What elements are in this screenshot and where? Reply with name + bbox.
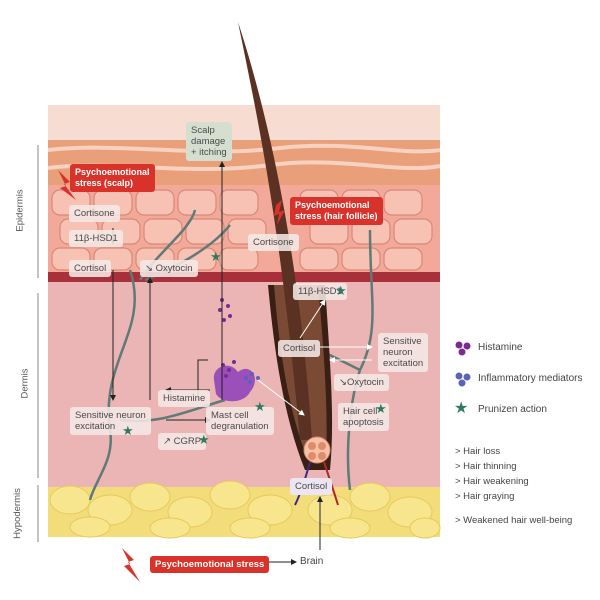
histamine-dots-icon <box>455 341 471 356</box>
stress-main-badge: Psychoemotional stress <box>150 556 270 573</box>
cortisol-bottom-label: Cortisol <box>290 478 333 495</box>
cgrp-label: ↗ CGRP <box>158 433 207 450</box>
lightning-icon-main <box>122 548 140 582</box>
lightning-icon-scalp <box>58 170 76 200</box>
star-icon: ★ <box>454 400 469 417</box>
cortisol-center-label: Cortisol <box>278 340 321 357</box>
outcome-item: > Hair graying <box>455 491 515 502</box>
outcome-item: > Hair loss <box>455 446 501 457</box>
star-icon: ★ <box>198 432 210 447</box>
cortisol-left-label: Cortisol <box>69 260 112 277</box>
outcome-final: > Weakened hair well-being <box>455 515 573 526</box>
histamine-label: Histamine <box>158 390 211 407</box>
layer-label-epidermis: Epidermis <box>14 189 26 232</box>
hair-bulb <box>303 436 331 464</box>
layer-label-dermis: Dermis <box>19 368 31 399</box>
outcome-item: > Hair weakening <box>455 476 529 487</box>
stratum-corneum <box>48 105 440 140</box>
outcome-item: > Hair thinning <box>455 461 517 472</box>
histamine-granules <box>218 298 236 378</box>
legend-prunizen: Prunizen action <box>478 404 547 415</box>
hsd1-left-label: 11β-HSD1 <box>69 230 123 247</box>
brain-label: Brain <box>300 556 324 567</box>
mediator-granules <box>244 372 260 384</box>
star-icon: ★ <box>254 399 266 414</box>
cortisone-center-label: Cortisone <box>248 234 299 251</box>
lightning-icon-follicle <box>274 200 285 225</box>
basement-membrane <box>48 272 440 282</box>
mediator-dots-icon <box>455 372 471 387</box>
oxytocin-right-label: ↘Oxytocin <box>334 374 389 391</box>
hair-shaft <box>238 22 312 440</box>
legend-histamine: Histamine <box>478 342 523 353</box>
oxytocin-left-label: ↘ Oxytocin <box>140 260 198 277</box>
legend-mediators: Inflammatory mediators <box>478 373 583 384</box>
star-icon: ★ <box>210 249 222 264</box>
hsd1-center-label: 11β-HSD1 <box>293 283 347 300</box>
star-icon: ★ <box>122 423 134 438</box>
cortisone-left-label: Cortisone <box>69 205 120 222</box>
mast-cell <box>213 365 255 402</box>
star-icon: ★ <box>375 401 387 416</box>
star-icon: ★ <box>335 283 347 298</box>
layer-label-hypodermis: Hypodermis <box>11 488 23 539</box>
